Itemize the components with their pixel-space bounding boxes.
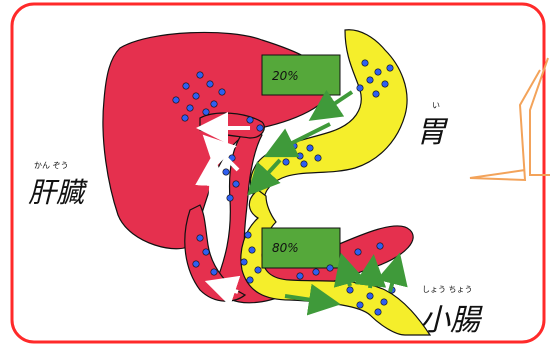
liver-ruby: かん ぞう [34,161,69,170]
liver-label: 肝臓 [28,176,88,209]
percent-label-lower: 80% [272,241,299,255]
stomach-ruby: い [432,101,440,110]
percent-label-upper: 20% [272,69,299,83]
stomach-label: 胃 [416,115,449,150]
small-intestine-label: 小腸 [420,303,483,338]
small-intestine-ruby: しょう ちょう [422,285,473,294]
